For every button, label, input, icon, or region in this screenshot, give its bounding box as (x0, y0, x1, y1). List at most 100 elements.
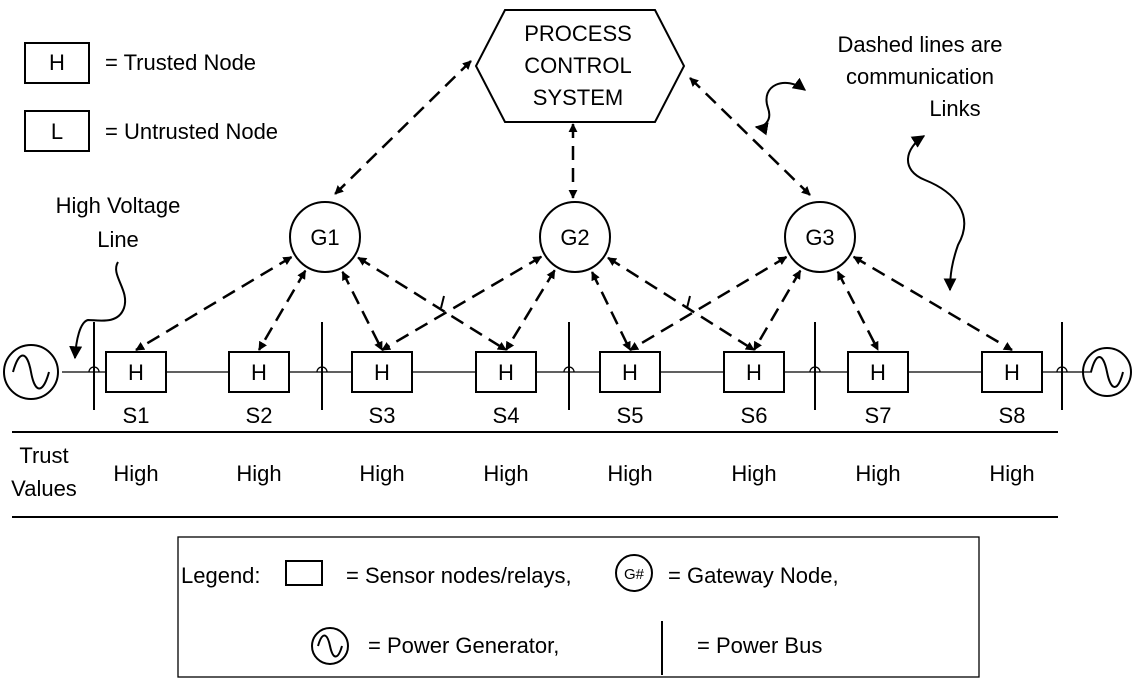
comm-link-gateway-sensor (341, 271, 384, 351)
pcs-line-3: SYSTEM (533, 85, 623, 110)
sensor-id-label: S3 (369, 403, 396, 428)
legend-generator-sine-icon (317, 634, 343, 658)
key-trusted: H = Trusted Node (24, 42, 256, 84)
legend-bus-label: = Power Bus (697, 633, 822, 658)
trust-value: High (236, 461, 281, 486)
generator-circle (1082, 347, 1132, 397)
comm-link-gateway-sensor (607, 256, 755, 352)
sensor-trust-symbol: H (128, 360, 144, 385)
process-control-system: PROCESS CONTROL SYSTEM (474, 9, 686, 123)
link-crossing-tick (686, 295, 691, 309)
sensor-trust-symbol: H (870, 360, 886, 385)
pcs-hexagon (474, 9, 686, 123)
comm-link-gateway-sensor (836, 270, 880, 351)
legend-gateway-symbol: G# (624, 566, 645, 583)
power-generator-right (1082, 347, 1132, 397)
annotation-dashed-line-2: communication (846, 64, 994, 89)
sensor-trust-symbol: H (251, 360, 267, 385)
comm-link-gateway-sensor (381, 255, 543, 352)
legend-gateway-label: = Gateway Node, (668, 563, 839, 588)
annotation-hv-line-1: High Voltage (56, 193, 181, 218)
gateway-circle (784, 201, 856, 273)
gateway-node: G1 (289, 201, 361, 273)
sensor-box (981, 351, 1043, 393)
generator-sine-icon (12, 354, 50, 390)
pointer-arrow-comm-2 (907, 135, 966, 292)
gateway-label: G1 (310, 225, 339, 250)
sensor-node: H S4 (475, 351, 537, 428)
comm-link-gateway-sensor (504, 269, 556, 351)
trusted-node-symbol-box (24, 42, 90, 84)
key-untrusted: L = Untrusted Node (24, 110, 278, 152)
sensor-node: H S3 (351, 351, 413, 428)
sensor-id-label: S5 (617, 403, 644, 428)
sensor-box (599, 351, 661, 393)
trust-value: High (607, 461, 652, 486)
comm-link-gateway-sensor (590, 271, 632, 351)
comm-link-gateway-sensor (357, 256, 507, 352)
pcs-line-2: CONTROL (524, 53, 632, 78)
untrusted-node-symbol: L (51, 119, 63, 144)
comm-link-pcs-g1 (334, 60, 472, 195)
gateway-circle (539, 201, 611, 273)
sensor-id-label: S2 (246, 403, 273, 428)
sensor-id-label: S8 (999, 403, 1026, 428)
legend-sensor-label: = Sensor nodes/relays, (346, 563, 572, 588)
pcs-line-1: PROCESS (524, 21, 632, 46)
sensor-trust-symbol: H (1004, 360, 1020, 385)
gateway-circle (289, 201, 361, 273)
pointer-arrow-comm-1 (754, 77, 807, 136)
gateway-node: G3 (784, 201, 856, 273)
sensor-box (351, 351, 413, 393)
sensor-id-label: S7 (865, 403, 892, 428)
sensor-trust-symbol: H (374, 360, 390, 385)
sensor-node: H S7 (847, 351, 909, 428)
sensor-node: H S6 (723, 351, 785, 428)
comm-link-gateway-sensor (752, 269, 802, 351)
legend-sensor-box-icon (285, 560, 323, 586)
legend-gateway-icon (615, 554, 653, 592)
legend-title: Legend: (181, 563, 261, 588)
untrusted-node-symbol-box (24, 110, 90, 152)
sensor-box (105, 351, 167, 393)
annotation-dashed-line-1: Dashed lines are (837, 32, 1002, 57)
gateway-label: G2 (560, 225, 589, 250)
sensor-node: H S8 (981, 351, 1043, 428)
sensor-trust-symbol: H (622, 360, 638, 385)
trust-values-label-1: Trust (19, 443, 68, 468)
trusted-node-symbol: H (49, 50, 65, 75)
sensor-box (228, 351, 290, 393)
gateway-label: G3 (805, 225, 834, 250)
trusted-node-label: = Trusted Node (105, 50, 256, 75)
gateways: G1 G2 G3 (289, 201, 856, 273)
trust-value: High (113, 461, 158, 486)
comm-link-gateway-sensor (257, 269, 307, 351)
sensor-id-label: S6 (741, 403, 768, 428)
sensor-box (847, 351, 909, 393)
sensor-node: H S2 (228, 351, 290, 428)
annotation-hv-line-2: Line (97, 227, 139, 252)
generator-circle (3, 344, 59, 400)
generator-sine-icon (1090, 356, 1124, 388)
sensor-trust-symbol: H (498, 360, 514, 385)
power-generator-left (3, 344, 59, 400)
gateway-node: G2 (539, 201, 611, 273)
gateway-sensor-links (135, 255, 1013, 352)
annotation-dashed-line-3: Links (929, 96, 980, 121)
comm-link-gateway-sensor (852, 255, 1013, 352)
legend-generator-icon (311, 627, 349, 665)
legend-generator-label: = Power Generator, (368, 633, 559, 658)
sensor-id-label: S1 (123, 403, 150, 428)
trust-value: High (855, 461, 900, 486)
sensor-id-label: S4 (493, 403, 520, 428)
sensor-box (723, 351, 785, 393)
pointer-arrow-hv (69, 261, 127, 360)
trust-value: High (989, 461, 1034, 486)
trust-value: High (359, 461, 404, 486)
sensor-node: H S5 (599, 351, 661, 428)
sensor-node: H S1 (105, 351, 167, 428)
legend-frame (177, 536, 980, 678)
sensor-trust-symbol: H (746, 360, 762, 385)
